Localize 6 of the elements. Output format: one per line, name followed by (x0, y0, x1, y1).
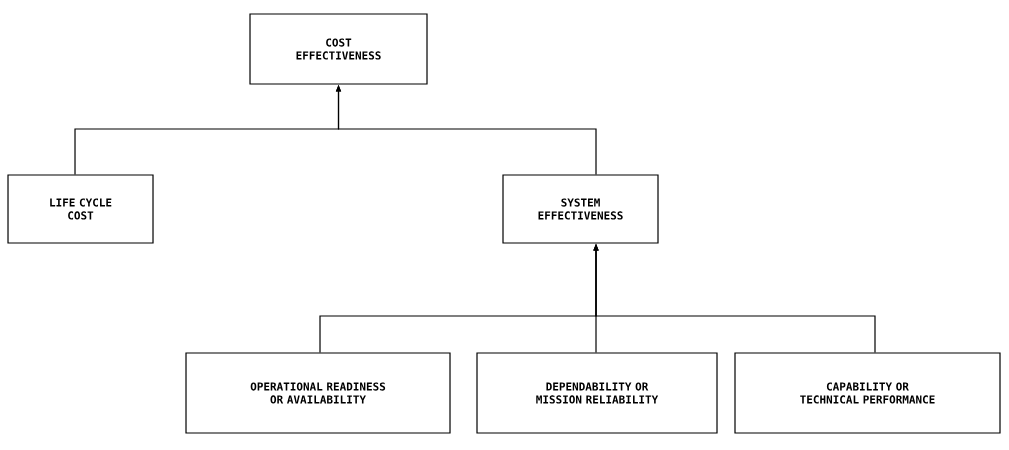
process-box: CAPABILITY OR TECHNICAL PERFORMANCE (734, 352, 1001, 434)
process-box: DEPENDABILITY OR MISSION RELIABILITY (476, 352, 718, 434)
process-box: OPERATIONAL READINESS OR AVAILABILITY (185, 352, 451, 434)
process-box: COST EFFECTIVENESS (249, 13, 428, 85)
process-box: SYSTEM EFFECTIVENESS (502, 174, 659, 244)
process-box: LIFE CYCLE COST (7, 174, 154, 244)
